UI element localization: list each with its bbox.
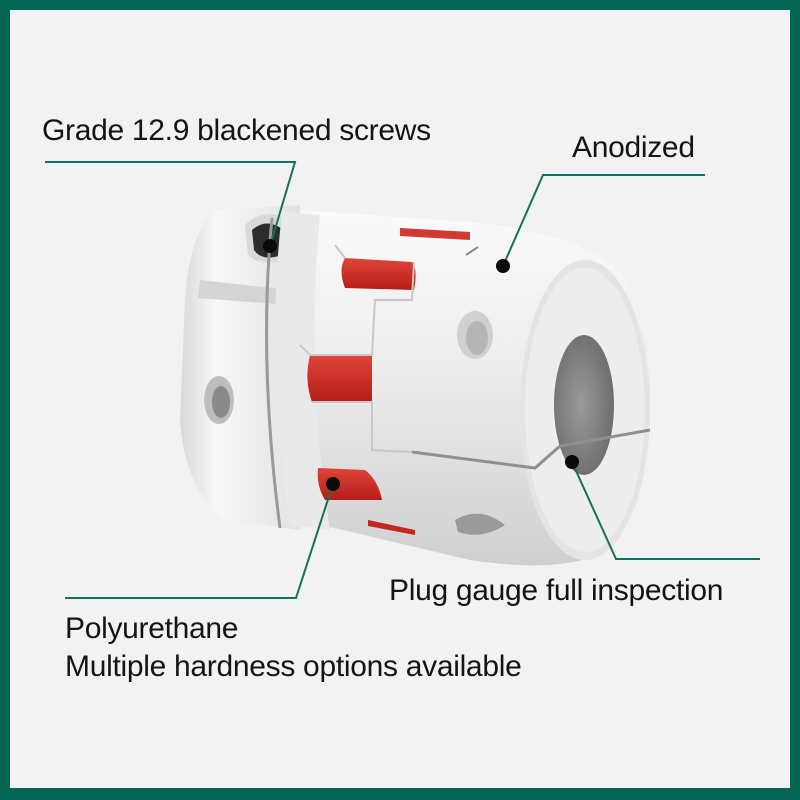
callout-line-screws (45, 161, 297, 247)
callout-label-plug-gauge: Plug gauge full inspection (389, 574, 724, 607)
callout-dots (263, 239, 579, 491)
right-hub (275, 210, 651, 566)
callout-label-screws: Grade 12.9 blackened screws (42, 114, 431, 147)
callout-label-polyurethane: Polyurethane (65, 612, 239, 645)
product-infographic: Grade 12.9 blackened screws Anodized Plu… (10, 10, 790, 788)
callout-sublabel-hardness: Multiple hardness options available (65, 650, 522, 683)
coupling-illustration (45, 161, 760, 599)
polyurethane-spider (299, 228, 470, 535)
callout-label-anodized: Anodized (572, 131, 695, 164)
callout-dot-polyurethane (326, 477, 340, 491)
callout-dot-anodized (496, 259, 510, 273)
left-hub (180, 205, 300, 530)
callout-lines (45, 161, 760, 599)
bore (554, 335, 614, 475)
callout-line-plug-gauge (571, 461, 760, 560)
callout-line-anodized (502, 174, 705, 267)
callout-dot-screws (263, 239, 277, 253)
callout-line-polyurethane (65, 483, 334, 599)
callout-dot-plug-gauge (565, 455, 579, 469)
